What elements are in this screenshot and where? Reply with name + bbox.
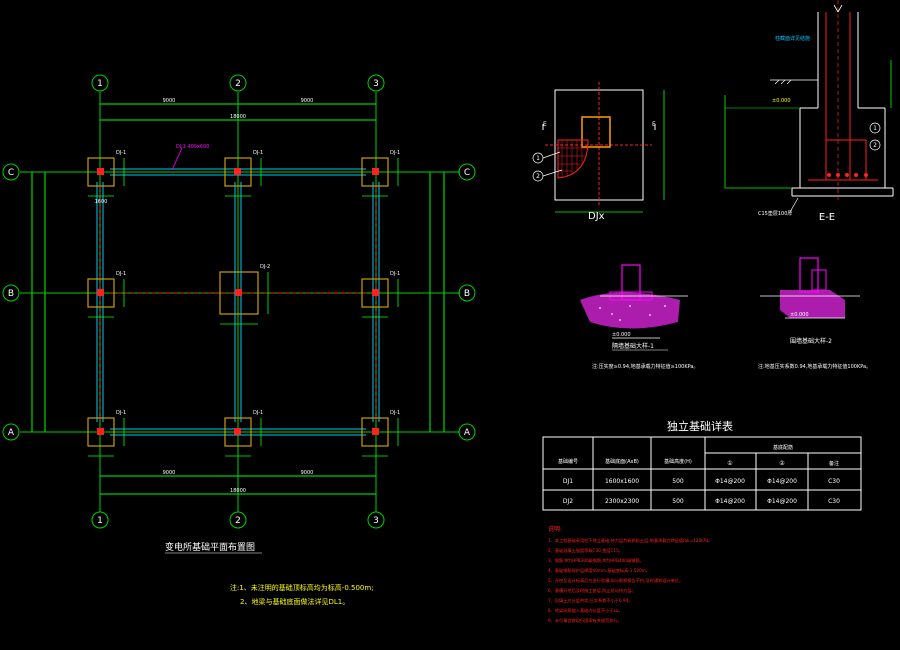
dim-total-bottom: 18000	[230, 488, 246, 494]
wall1-level: ±0.000	[612, 332, 631, 338]
section-level: ±0.000	[772, 98, 791, 104]
section-ee-label: E-E	[819, 212, 835, 223]
grid-number-1-top: 1	[97, 79, 103, 89]
notes-heading: 说明:	[548, 525, 562, 533]
grid-letter-b-left: B	[8, 289, 14, 299]
notes-line: 2、基础混凝土强度等级C30,垫层C15。	[548, 547, 623, 554]
grid-number-3-bottom: 3	[373, 516, 379, 526]
table-row1-size: 1600x1600	[605, 478, 639, 485]
notes-line: 3、钢筋:Φ为HPB300级钢筋,Φ为HRB400级钢筋。	[548, 557, 644, 564]
plan-title: 变电所基础平面布置图	[165, 541, 255, 553]
grid-number-1-bottom: 1	[97, 516, 103, 526]
detail-djx	[542, 82, 665, 213]
grid-letter-c-left: C	[8, 168, 14, 178]
table-row2-rebar2: Φ14@200	[767, 498, 797, 505]
dim-bay2-bottom: 9000	[301, 470, 314, 476]
wall1-note: 注:压实度≥0.94,地基承载力特征值≥100KPa。	[592, 363, 698, 370]
table-header-size: 基础底面(AxB)	[605, 458, 639, 465]
wall2-level: ±0.000	[790, 312, 809, 318]
table-row1-height: 500	[672, 478, 684, 485]
dim-bay1-top: 9000	[163, 98, 176, 104]
tag-dj1: DJ-1	[390, 150, 400, 156]
table-row2-size: 2300x2300	[605, 498, 639, 505]
dim-total-top: 18000	[230, 114, 246, 120]
tag-dj1: DJ-1	[116, 150, 126, 156]
plan-note-2: 2、地梁与基础底面做法详见DL1。	[240, 597, 349, 606]
foundation-table	[542, 436, 862, 511]
beam-callout: DL1 400x600	[176, 144, 209, 150]
grid-number-2-top: 2	[235, 79, 241, 89]
section-marker-2: 2	[873, 142, 877, 149]
plan-note-1: 注:1、未注明的基础顶标高均为标高-0.500m;	[230, 583, 374, 592]
grid-letter-a-right: A	[464, 428, 471, 438]
table-row2-note: C30	[828, 498, 840, 505]
section-top-note: 柱截面详见结施	[775, 35, 810, 42]
section-ee	[724, 0, 894, 213]
dim-bay2-top: 9000	[301, 98, 314, 104]
grid-letter-c-right: C	[464, 168, 470, 178]
tag-dj1: DJ-1	[390, 410, 400, 416]
wall-detail-1	[580, 264, 688, 351]
table-header-rebar: 基底配筋	[773, 444, 793, 451]
foundation-plan	[20, 92, 460, 512]
detail-cut-left: E	[543, 121, 547, 128]
dim-pad: 1600	[95, 199, 108, 205]
detail-marker-1: 1	[536, 155, 540, 162]
wall1-title: 隔墙基础大样-1	[612, 342, 654, 350]
grid-letter-b-right: B	[464, 289, 470, 299]
detail-cut-right: E	[652, 121, 656, 128]
notes-line: 4、基础钢筋保护层厚度40mm,基础底标高-1.500m。	[548, 567, 650, 574]
table-row1-note: C30	[828, 478, 840, 485]
table-header-1: ①	[727, 460, 732, 467]
detail-marker-2: 2	[536, 173, 540, 180]
table-row1-rebar2: Φ14@200	[767, 478, 797, 485]
grid-letter-a-left: A	[8, 428, 15, 438]
wall-detail-2	[760, 257, 860, 319]
tag-dj1: DJ-1	[116, 410, 126, 416]
grid-number-2-bottom: 2	[235, 516, 241, 526]
tag-dj1: DJ-1	[253, 410, 263, 416]
notes-line: 6、基槽开挖后及时施工垫层,防止扰动持力层。	[548, 587, 636, 594]
table-row2-rebar1: Φ14@200	[715, 498, 745, 505]
tag-dj2: DJ-2	[260, 264, 270, 270]
table-row2-height: 500	[672, 498, 684, 505]
tag-dj1: DJ-1	[390, 271, 400, 277]
notes-line: 1、本工程基础采用柱下独立基础,持力层为粉质粘土层,地基承载力特征值fak=12…	[548, 537, 713, 544]
table-title: 独立基础详表	[667, 419, 733, 433]
notes-line: 7、回填土应分层夯实,压实系数不小于0.94。	[548, 597, 633, 604]
table-header-note: 备注	[829, 460, 839, 467]
notes-line: 9、未尽事宜按现行国家有关规范执行。	[548, 617, 622, 624]
section-marker-1: 1	[873, 125, 877, 132]
tag-dj1: DJ-1	[253, 150, 263, 156]
table-row2-id: DJ2	[563, 498, 573, 505]
tag-dj1: DJ-1	[116, 271, 126, 277]
grid-labels	[2, 74, 476, 529]
notes-line: 5、开挖至设计标高后应进行验槽,如与勘察报告不符,及时通知设计单位。	[548, 577, 683, 584]
table-header-height: 基础高度(H)	[664, 458, 692, 465]
table-row1-rebar1: Φ14@200	[715, 478, 745, 485]
section-bottom-note: C15垫层100厚	[758, 210, 792, 217]
notes-line: 8、地梁纵筋锚入基础内长度不小于La。	[548, 607, 623, 614]
table-row1-id: DJ1	[563, 478, 573, 485]
dim-bay1-bottom: 9000	[163, 470, 176, 476]
wall2-title: 围墙基础大样-2	[790, 337, 832, 345]
grid-number-3-top: 3	[373, 79, 379, 89]
table-header-2: ②	[779, 460, 785, 467]
detail-djx-label: DJx	[588, 211, 605, 222]
wall2-note: 注:地基压实系数0.94,地基承载力特征值100KPa。	[758, 363, 871, 370]
table-header-id: 基础编号	[558, 458, 578, 465]
